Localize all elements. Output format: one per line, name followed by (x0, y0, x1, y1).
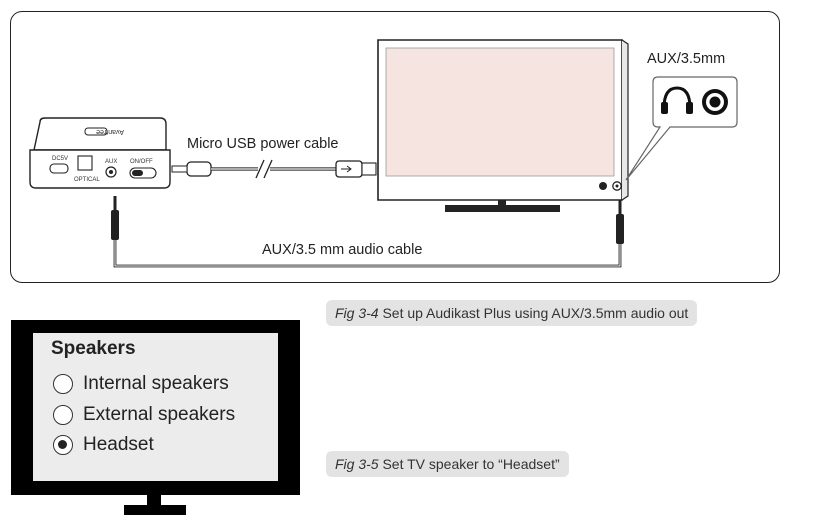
micro-usb-cable (171, 159, 377, 179)
speakers-title: Speakers (51, 338, 136, 359)
figure-caption-text: Set TV speaker to “Headset” (382, 456, 560, 472)
svg-text:OPTICAL: OPTICAL (74, 177, 100, 183)
power-cable-label: Micro USB power cable (187, 136, 339, 152)
radio-button-selected[interactable] (53, 435, 73, 455)
radio-button[interactable] (53, 374, 73, 394)
speaker-settings-panel (33, 333, 278, 481)
speaker-icon (702, 89, 728, 115)
option-internal-speakers[interactable]: Internal speakers (53, 371, 229, 397)
option-label: Internal speakers (83, 373, 229, 394)
option-headset[interactable]: Headset (53, 432, 154, 458)
audikast-device: Avantree DC5V OPTICAL AUX ON/OFF (29, 117, 171, 189)
headphone-icon (661, 86, 693, 114)
tv-stand-neck (147, 495, 161, 505)
option-label: Headset (83, 434, 154, 455)
radio-button[interactable] (53, 405, 73, 425)
svg-text:Avantree: Avantree (96, 128, 124, 135)
svg-text:AUX: AUX (105, 159, 117, 165)
svg-text:ON/OFF: ON/OFF (130, 159, 153, 165)
tv-illustration (377, 39, 629, 212)
option-label: External speakers (83, 404, 236, 425)
figure-caption-text: Set up Audikast Plus using AUX/3.5mm aud… (382, 305, 689, 321)
option-external-speakers[interactable]: External speakers (53, 402, 235, 428)
setup-diagram-frame (10, 11, 780, 283)
aux-audio-cable (111, 196, 624, 268)
audio-cable-label: AUX/3.5 mm audio cable (262, 242, 423, 258)
port-callout (625, 76, 738, 181)
figure-number: Fig 3-4 (335, 305, 379, 321)
tv-port-label: AUX/3.5mm (647, 51, 726, 67)
tv-stand-base (124, 505, 186, 515)
figure-caption-3-5: Fig 3-5 Set TV speaker to “Headset” (326, 451, 569, 477)
svg-text:DC5V: DC5V (52, 156, 68, 162)
figure-caption-3-4: Fig 3-4 Set up Audikast Plus using AUX/3… (326, 300, 698, 326)
figure-number: Fig 3-5 (335, 456, 379, 472)
setup-diagram: Avantree DC5V OPTICAL AUX ON/OFF (29, 39, 738, 268)
